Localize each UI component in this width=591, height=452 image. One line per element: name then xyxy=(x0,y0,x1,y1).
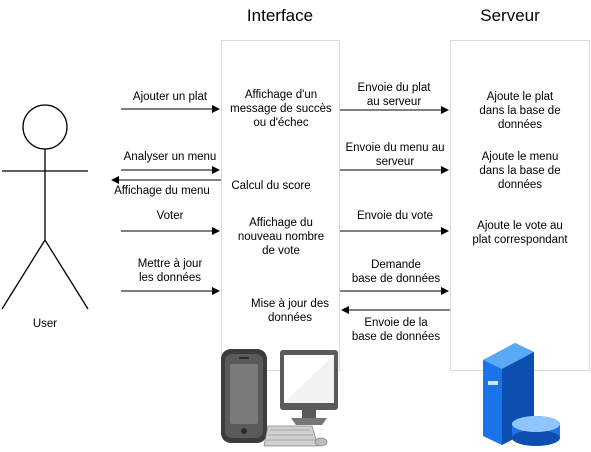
message-send-dish-line-2: au serveur xyxy=(366,96,422,108)
label-update-data-line-1: Mettre à jour xyxy=(137,258,203,270)
message-send-menu: Envoie du menu au serveur xyxy=(338,141,452,169)
label-menu-display: Affichage du menu xyxy=(114,185,210,197)
interface-data-update-line-1: Mise à jour des xyxy=(251,298,329,310)
message-db-request-line-2: base de données xyxy=(351,273,441,285)
interface-success-msg-line-2: message de succès xyxy=(230,103,332,115)
message-send-vote: Envoie du vote xyxy=(356,210,434,222)
stick-figure-icon xyxy=(1,104,89,310)
smartphone-icon xyxy=(221,349,267,443)
label-vote: Voter xyxy=(156,210,184,222)
interface-data-update-line-2: données xyxy=(267,312,313,324)
interface-new-vote-count-line-3: de vote xyxy=(262,245,300,257)
server-add-menu-line-1: Ajoute le menu xyxy=(481,151,559,163)
desktop-computer-icon xyxy=(263,350,338,447)
interface-lane xyxy=(221,40,340,371)
message-db-send-line-1: Envoie de la xyxy=(364,317,428,329)
server-lane xyxy=(450,40,590,371)
message-send-dish-line-1: Envoie du plat xyxy=(357,82,431,94)
label-analyze-menu: Analyser un menu xyxy=(123,151,217,163)
interface-success-msg-line-3: ou d'échec xyxy=(253,117,309,129)
message-db-request: Demande base de données xyxy=(340,258,452,286)
message-send-menu-line-1: Envoie du menu au xyxy=(345,142,445,154)
server-add-vote-line-1: Ajoute le vote au xyxy=(477,220,563,232)
interface-new-vote-count: Affichage du nouveau nombre de vote xyxy=(222,216,340,258)
server-add-menu-line-2: dans la base de xyxy=(479,165,561,177)
server-add-vote: Ajoute le vote au plat correspondant xyxy=(460,219,580,247)
server-add-vote-line-2: plat correspondant xyxy=(472,234,568,246)
interface-data-update: Mise à jour des données xyxy=(222,297,358,325)
interface-new-vote-count-line-1: Affichage du xyxy=(249,217,313,229)
server-add-dish: Ajoute le plat dans la base de données xyxy=(460,90,580,132)
interface-score-calc: Calcul du score xyxy=(231,180,311,192)
message-db-request-line-1: Demande xyxy=(371,259,421,271)
label-update-data: Mettre à jour les données xyxy=(120,257,220,285)
server-add-dish-line-3: données xyxy=(497,119,543,131)
label-add-dish: Ajouter un plat xyxy=(132,91,208,103)
message-db-send-line-2: base de données xyxy=(351,331,441,343)
label-update-data-line-2: les données xyxy=(138,272,202,284)
interface-success-msg: Affichage d'un message de succès ou d'éc… xyxy=(222,88,340,130)
interface-header: Interface xyxy=(246,6,314,25)
message-send-dish: Envoie du plat au serveur xyxy=(340,81,448,109)
message-send-menu-line-2: serveur xyxy=(375,156,415,168)
server-add-menu: Ajoute le menu dans la base de données xyxy=(460,150,580,192)
interface-success-msg-line-1: Affichage d'un xyxy=(244,89,318,101)
server-add-menu-line-3: données xyxy=(497,179,543,191)
interface-new-vote-count-line-2: nouveau nombre xyxy=(237,231,325,243)
server-header: Serveur xyxy=(480,6,540,25)
server-add-dish-line-2: dans la base de xyxy=(479,105,561,117)
server-add-dish-line-1: Ajoute le plat xyxy=(486,91,554,103)
message-db-send: Envoie de la base de données xyxy=(340,316,452,344)
server-database-icon xyxy=(483,343,560,446)
actor-label: User xyxy=(32,318,58,330)
